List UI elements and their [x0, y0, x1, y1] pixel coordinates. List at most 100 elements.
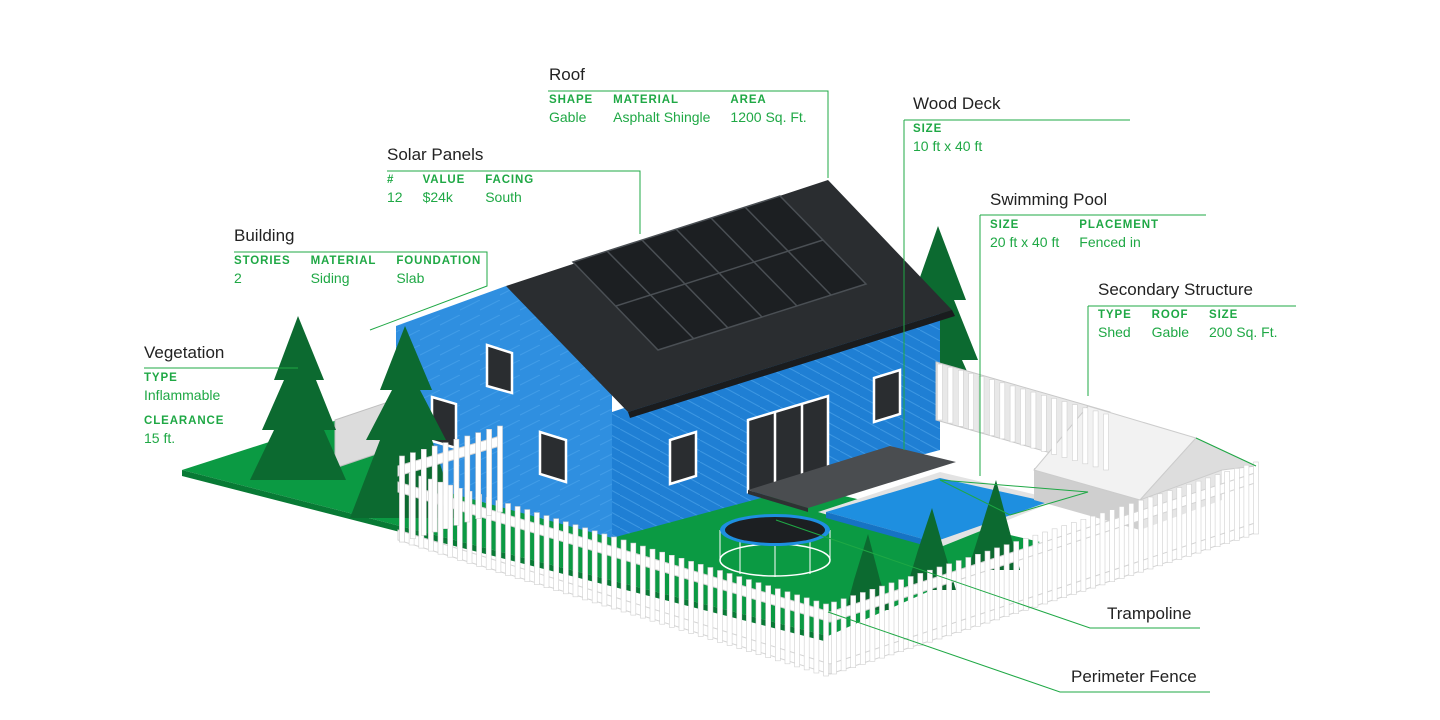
fence-picket: [755, 582, 762, 656]
fence-picket: [475, 432, 482, 520]
callout-secondary-structure: Secondary Structure TYPE Shed ROOF Gable…: [1098, 280, 1277, 340]
fence-picket: [1103, 413, 1109, 471]
fence-picket: [1061, 525, 1067, 598]
fence-picket: [497, 425, 503, 513]
secondary-size: SIZE 200 Sq. Ft.: [1209, 309, 1278, 340]
fence-picket: [1166, 490, 1173, 563]
fence-picket: [420, 448, 427, 536]
fence-picket: [464, 435, 471, 523]
fence-picket: [955, 560, 962, 633]
fence-picket: [611, 536, 617, 610]
fence-picket: [927, 569, 933, 643]
fence-picket: [746, 579, 752, 652]
fence-picket: [989, 379, 995, 436]
fence-picket: [726, 573, 733, 646]
fence-picket: [850, 595, 857, 668]
roof-title: Roof: [549, 65, 585, 84]
fence-picket: [1138, 499, 1144, 573]
callout-perimeter-fence: Perimeter Fence: [1071, 667, 1197, 687]
fence-picket: [1013, 541, 1020, 614]
fence-picket: [582, 527, 588, 601]
fence-picket: [601, 533, 608, 607]
secondary-type: TYPE Shed: [1098, 309, 1132, 340]
roof-material: MATERIAL Asphalt Shingle: [613, 94, 711, 125]
fence-picket: [553, 518, 560, 592]
leader-lines: [144, 90, 1296, 693]
building-stories: STORIES 2: [234, 255, 291, 286]
solar-count: # 12: [387, 174, 403, 205]
fence-picket: [678, 557, 685, 631]
callout-roof: Roof SHAPE Gable MATERIAL Asphalt Shingl…: [549, 65, 807, 125]
callout-trampoline: Trampoline: [1107, 604, 1191, 624]
fence-picket: [984, 550, 991, 624]
fence-picket: [774, 588, 781, 662]
fence-picket: [1224, 471, 1230, 544]
fence-picket: [562, 521, 569, 595]
callout-solar-panels: Solar Panels # 12 VALUE $24k FACING Sout…: [387, 145, 534, 205]
callout-wood-deck: Wood Deck SIZE 10 ft x 40 ft: [913, 94, 1001, 154]
solar-title: Solar Panels: [387, 145, 484, 164]
callout-swimming-pool: Swimming Pool SIZE 20 ft x 40 ft PLACEME…: [990, 190, 1159, 250]
secondary-roof: ROOF Gable: [1151, 309, 1189, 340]
fence-picket: [1147, 496, 1154, 570]
fence-picket: [803, 597, 810, 671]
fence-picket: [1214, 474, 1221, 548]
fence-picket: [1020, 388, 1026, 446]
fence-picket: [823, 603, 829, 677]
fence-picket: [1082, 407, 1089, 465]
pool-title: Swimming Pool: [990, 190, 1108, 209]
fence-picket: [999, 382, 1006, 440]
tree-left-2: [350, 326, 458, 518]
fence-picket: [620, 539, 627, 613]
fence-picket: [591, 530, 598, 604]
callout-vegetation: Vegetation TYPE Inflammable CLEARANCE 15…: [144, 343, 240, 458]
fence-picket: [1003, 544, 1010, 618]
fence-picket: [917, 573, 924, 646]
fence-picket: [869, 588, 876, 662]
building-material: MATERIAL Siding: [310, 255, 377, 286]
fence-picket: [994, 547, 1000, 621]
windows: [430, 343, 902, 486]
tree-front-1: [846, 534, 890, 610]
fence-picket: [1109, 509, 1115, 583]
fence-picket: [1080, 518, 1087, 592]
lawn-side: [182, 470, 828, 642]
fence-picket: [1042, 531, 1048, 605]
fence-picket: [888, 582, 895, 656]
fence-picket: [1157, 493, 1163, 567]
trampoline: [719, 514, 831, 577]
building-title: Building: [234, 226, 295, 245]
fence-picket: [765, 585, 772, 659]
fence-picket: [1243, 464, 1250, 538]
fence-picket: [399, 455, 405, 543]
fence-picket: [505, 503, 511, 576]
roof-area: AREA 1200 Sq. Ft.: [730, 94, 807, 125]
fence-picket: [640, 545, 646, 619]
fence-picket: [968, 373, 974, 430]
fence-picket: [1041, 394, 1047, 452]
fence-picket: [437, 481, 444, 555]
fence-picket: [1205, 477, 1211, 551]
fence-picket: [898, 579, 904, 653]
fence-picket: [630, 542, 637, 616]
fence-picket: [1051, 398, 1057, 455]
deck-size: SIZE 10 ft x 40 ft: [913, 123, 983, 154]
fence-picket: [431, 445, 438, 533]
building-foundation: FOUNDATION Slab: [396, 255, 482, 286]
tree-left-1: [250, 316, 346, 480]
fence-picket: [707, 567, 714, 640]
fence-picket: [486, 428, 492, 516]
fence-picket: [840, 598, 847, 672]
fence-picket: [736, 576, 743, 649]
fence-picket: [1234, 468, 1240, 541]
wood-deck: [748, 446, 956, 508]
fence-picket: [1061, 401, 1068, 458]
deck-title: Wood Deck: [913, 94, 1001, 113]
fence-picket: [907, 576, 914, 649]
fence-picket: [965, 557, 972, 630]
fence-picket: [543, 515, 550, 589]
fence-picket: [659, 551, 666, 625]
fence-picket: [831, 601, 837, 675]
fence-picket: [1118, 506, 1125, 579]
fence-picket: [1128, 503, 1135, 576]
